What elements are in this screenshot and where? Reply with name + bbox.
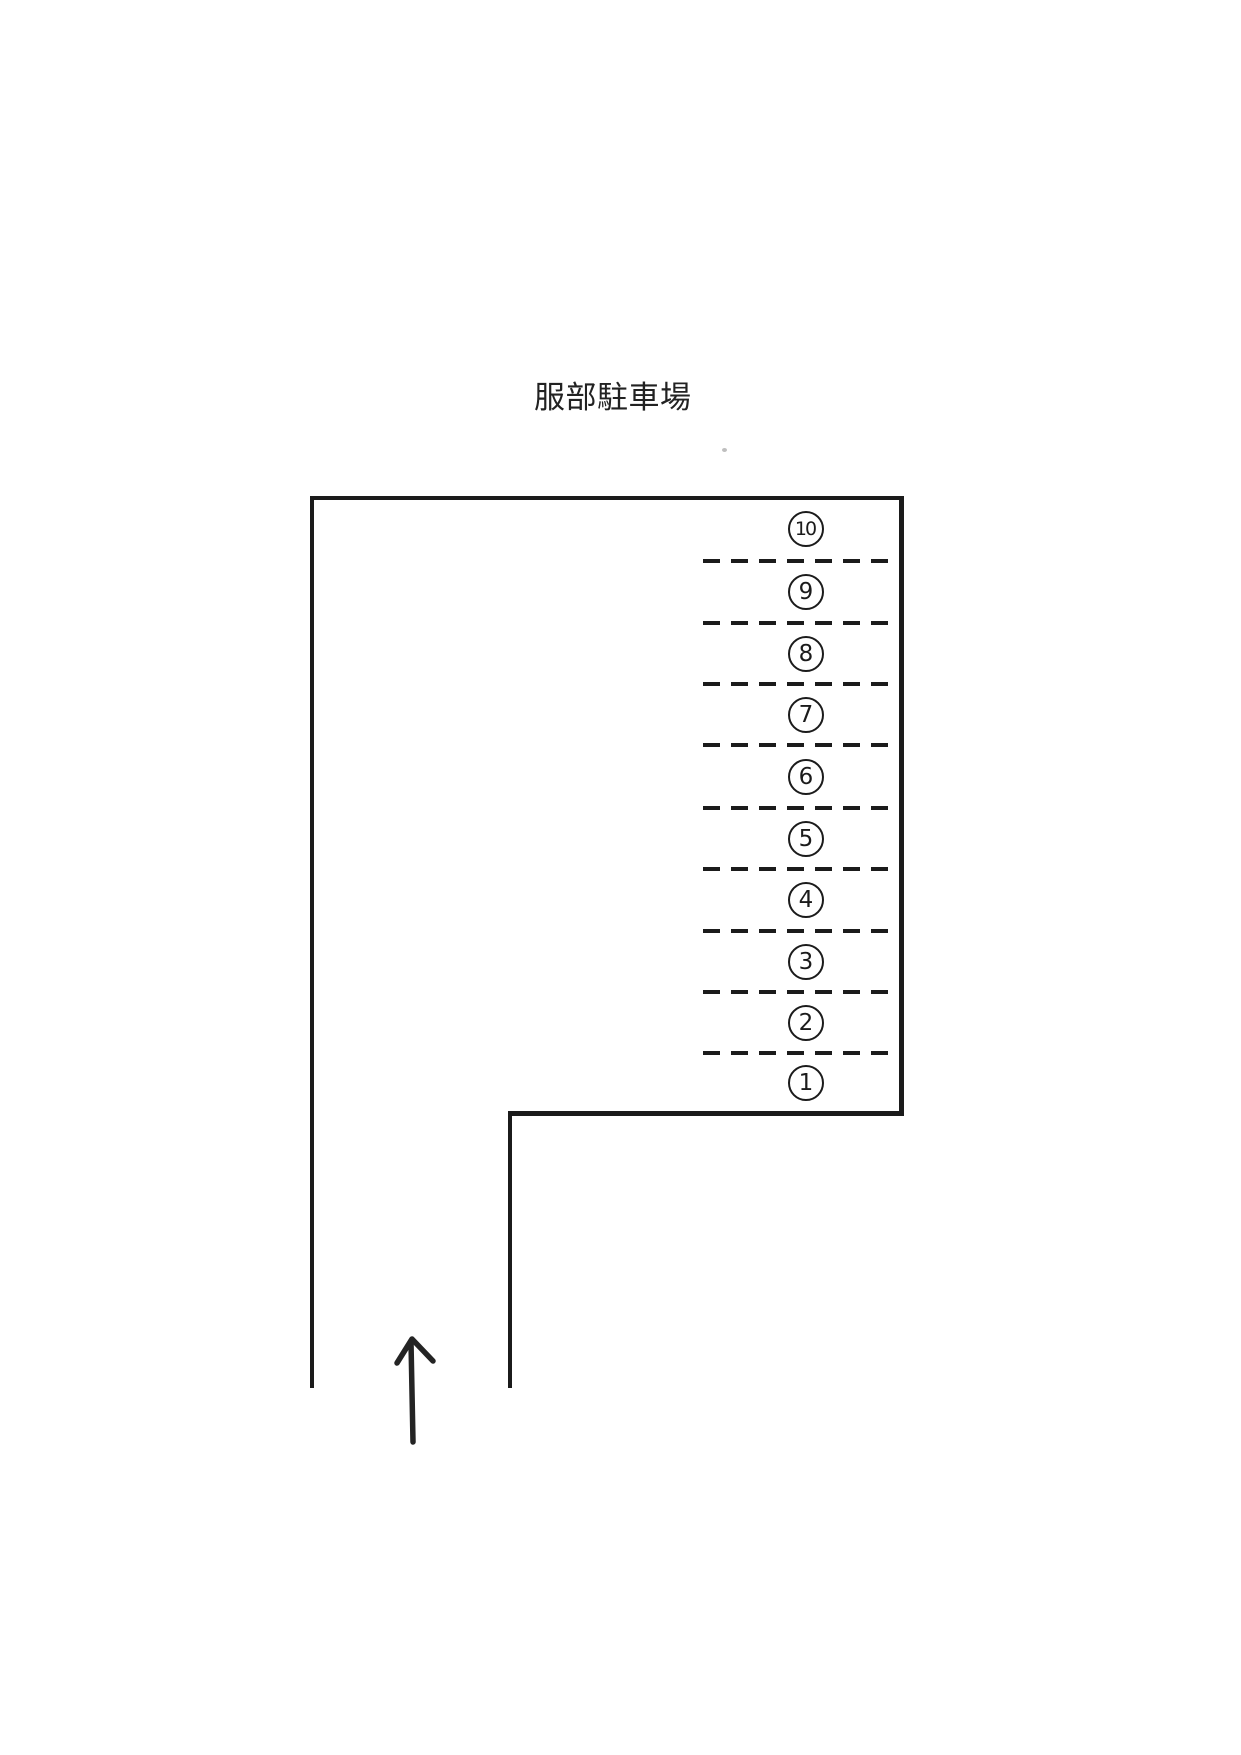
parking-space-8: 8 xyxy=(788,636,824,672)
parking-space-4: 4 xyxy=(788,882,824,918)
outline-top-edge xyxy=(310,496,904,500)
scan-speck xyxy=(722,448,727,452)
space-divider-7-6 xyxy=(703,743,897,747)
space-divider-4-3 xyxy=(703,929,897,933)
space-divider-5-4 xyxy=(703,867,897,871)
space-number: 1 xyxy=(798,1069,814,1096)
space-number: 10 xyxy=(794,517,817,540)
space-divider-6-5 xyxy=(703,806,897,810)
parking-space-3: 3 xyxy=(788,944,824,980)
space-number: 8 xyxy=(798,640,814,667)
space-number: 5 xyxy=(798,825,814,852)
space-divider-9-8 xyxy=(703,621,897,625)
outline-left-edge xyxy=(310,496,314,1388)
parking-space-10: 10 xyxy=(788,511,824,547)
space-number: 4 xyxy=(798,886,814,913)
outline-right-edge xyxy=(899,496,904,1115)
space-divider-8-7 xyxy=(703,682,897,686)
parking-space-9: 9 xyxy=(788,574,824,610)
space-number: 3 xyxy=(798,948,814,975)
space-number: 7 xyxy=(798,701,814,728)
parking-space-7: 7 xyxy=(788,697,824,733)
space-divider-10-9 xyxy=(703,559,897,563)
page-title: 服部駐車場 xyxy=(534,380,692,415)
parking-space-5: 5 xyxy=(788,821,824,857)
outline-inner-vertical-edge xyxy=(508,1111,512,1388)
parking-space-1: 1 xyxy=(788,1065,824,1101)
space-number: 9 xyxy=(798,578,814,605)
entrance-arrow-icon xyxy=(394,1336,436,1445)
outline-bottom-edge xyxy=(508,1111,904,1116)
parking-space-2: 2 xyxy=(788,1005,824,1041)
space-divider-2-1 xyxy=(703,1051,897,1055)
space-number: 2 xyxy=(798,1009,814,1036)
space-number: 6 xyxy=(798,763,814,790)
parking-space-6: 6 xyxy=(788,759,824,795)
space-divider-3-2 xyxy=(703,990,897,994)
